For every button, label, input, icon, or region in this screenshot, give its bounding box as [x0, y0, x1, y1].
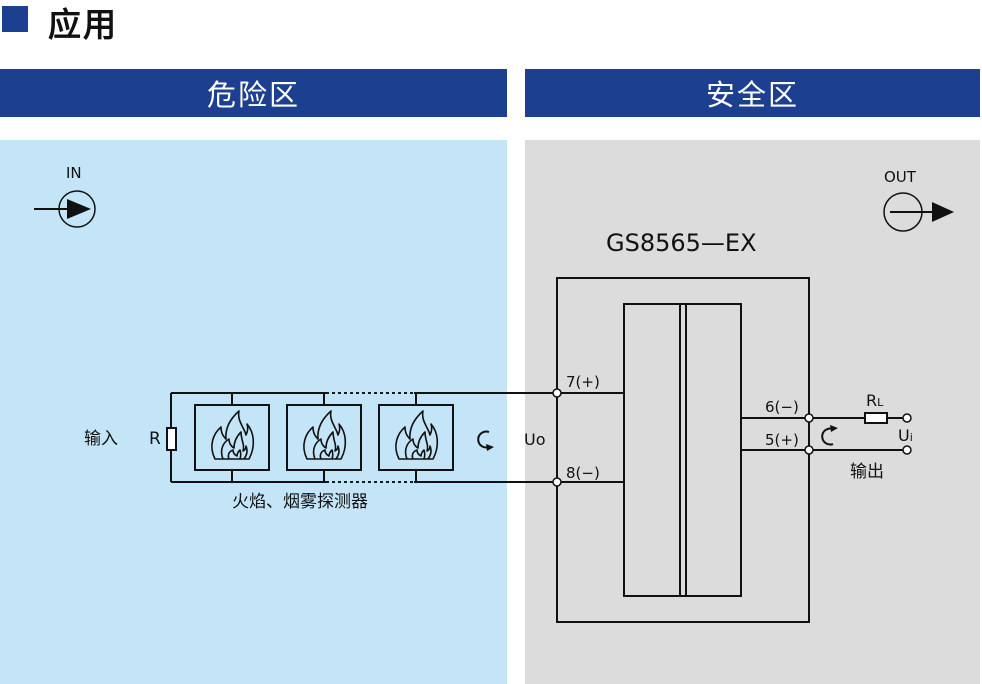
uo-label: Uo	[524, 430, 546, 449]
out-label: OUT	[884, 168, 916, 186]
load-resistor	[864, 412, 888, 424]
terminal-8	[552, 477, 562, 487]
in-label: IN	[66, 164, 82, 182]
title-marker	[2, 6, 28, 32]
flame-detector-1	[194, 404, 270, 471]
terminal-5	[804, 445, 814, 455]
ui-label: Ui	[898, 426, 913, 445]
current-loop-icon	[477, 430, 490, 449]
flame-detector-3	[378, 404, 454, 471]
flame-icon	[211, 410, 255, 460]
resistor-label: R	[149, 429, 161, 449]
safe-zone-header: 安全区	[525, 69, 980, 117]
flame-icon	[395, 410, 439, 460]
output-terminal-minus	[902, 445, 912, 455]
output-arrow-icon	[883, 192, 954, 232]
detectors-label: 火焰、烟雾探测器	[232, 492, 368, 512]
input-arrow-icon	[34, 190, 96, 228]
output-loop-icon	[821, 427, 834, 446]
flame-icon	[303, 410, 347, 460]
terminal-5-label: 5(+)	[765, 431, 799, 449]
terminal-6-label: 6(−)	[765, 398, 799, 416]
terminal-7	[552, 388, 562, 398]
terminal-8-label: 8(−)	[566, 464, 600, 482]
rl-label: RL	[866, 391, 884, 410]
output-label: 输出	[850, 462, 884, 482]
output-terminal-plus	[902, 413, 912, 423]
isolator-module	[623, 303, 742, 597]
terminal-6	[804, 413, 814, 423]
terminal-7-label: 7(+)	[566, 373, 600, 391]
model-label: GS8565—EX	[606, 229, 757, 257]
input-resistor	[166, 427, 177, 451]
page-title: 应用	[48, 5, 118, 44]
flame-detector-2	[286, 404, 362, 471]
hazard-zone-header: 危险区	[0, 69, 507, 117]
detector-continuation-dots	[326, 391, 414, 484]
input-label: 输入	[84, 429, 118, 449]
